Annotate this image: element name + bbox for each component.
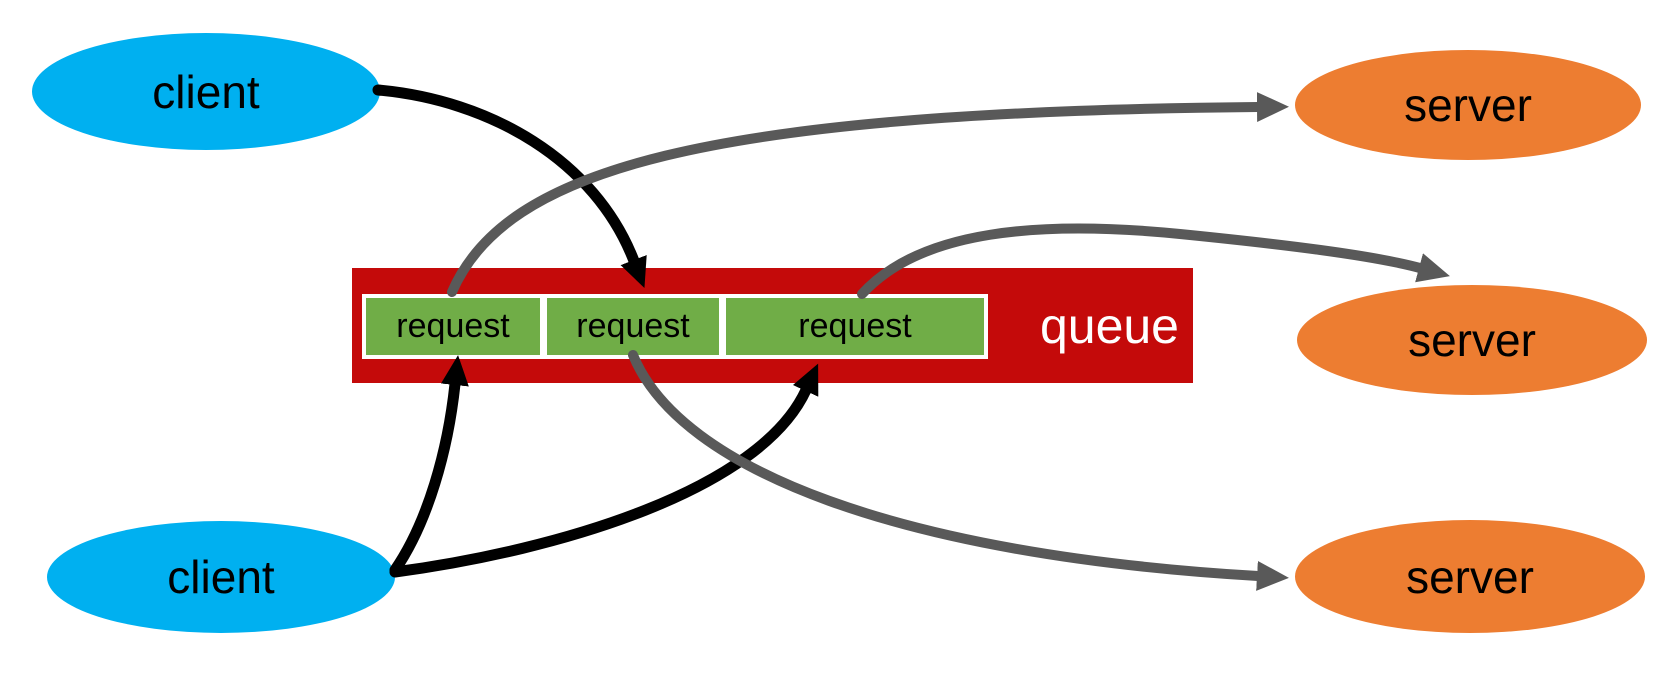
arrow-queue-slot-2-to-server-bottom [628, 350, 1289, 591]
request-row: request request request [362, 294, 988, 359]
node-server-top: server [1295, 50, 1641, 160]
request-box-2-label: request [576, 307, 690, 345]
node-server-bottom: server [1295, 520, 1645, 633]
queue-label: queue [1039, 297, 1179, 354]
request-box-3-label: request [798, 307, 912, 345]
node-server-middle: server [1297, 285, 1647, 395]
arrow-client-bottom-to-queue-slot-1 [389, 355, 469, 576]
server-bottom-label: server [1406, 550, 1534, 603]
client-top-label: client [152, 65, 260, 118]
server-middle-label: server [1408, 314, 1536, 366]
request-box-3: request [726, 298, 984, 355]
queue-bar: request request request queue [352, 268, 1193, 383]
arrow-client-bottom-to-queue-slot-3 [389, 363, 819, 578]
node-client-top: client [32, 33, 380, 150]
client-bottom-label: client [167, 551, 275, 603]
server-top-label: server [1404, 79, 1532, 131]
arrow-client-top-to-queue-slot-2 [372, 84, 647, 289]
request-box-1-label: request [396, 307, 510, 345]
node-client-bottom: client [47, 521, 395, 633]
request-box-2: request [547, 298, 719, 355]
request-box-1: request [366, 298, 540, 355]
arrow-queue-slot-1-to-server-top [447, 92, 1289, 297]
